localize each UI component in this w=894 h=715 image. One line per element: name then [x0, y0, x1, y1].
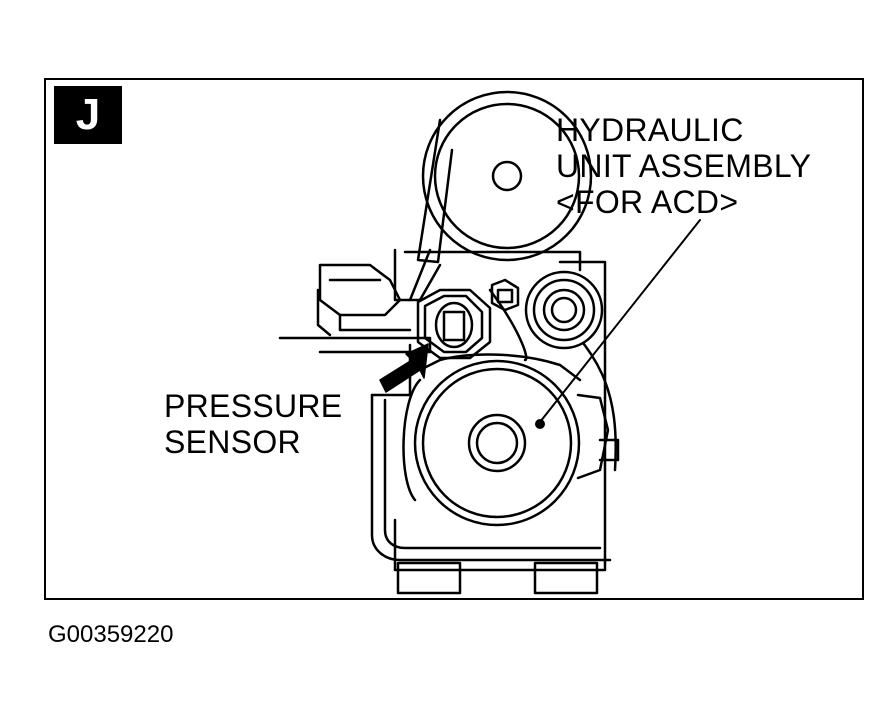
mounting-feet [396, 561, 599, 595]
pressure-label-line1: PRESSURE [164, 388, 343, 424]
pressure-sensor-arrow [379, 343, 429, 393]
top-pulley [408, 90, 593, 302]
hydraulic-label-line3: <FOR ACD> [556, 184, 739, 220]
figure-id: G00359220 [48, 621, 174, 648]
figure-frame [44, 78, 864, 600]
hydraulic-label-line1: HYDRAULIC [556, 112, 744, 148]
hydraulic-unit-label: HYDRAULIC UNIT ASSEMBLY <FOR ACD> [556, 112, 811, 220]
clip-connector [490, 278, 520, 312]
electrical-connector [316, 263, 412, 337]
pressure-sensor-label: PRESSURE SENSOR [164, 388, 342, 460]
pressure-label-line2: SENSOR [164, 424, 301, 460]
lower-housing [402, 353, 620, 527]
panel-letter-badge: J [54, 86, 122, 144]
hydraulic-unit-leader [539, 219, 701, 423]
hydraulic-label-line2: UNIT ASSEMBLY [556, 148, 812, 184]
round-port [524, 270, 604, 350]
